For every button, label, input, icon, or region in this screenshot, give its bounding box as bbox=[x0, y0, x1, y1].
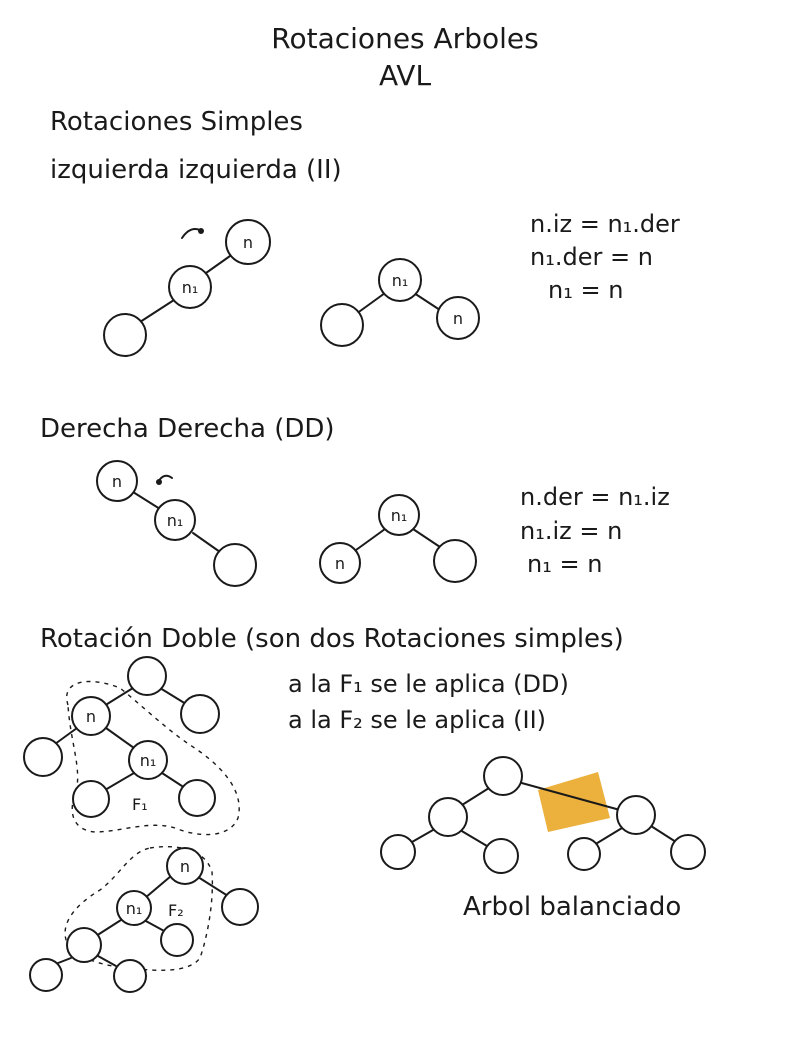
tree-node-n1 bbox=[154, 499, 196, 541]
balanced-tree-caption: Arbol balanciado bbox=[463, 892, 681, 922]
tree-node-leaf bbox=[433, 539, 477, 583]
tree-node-n bbox=[166, 847, 204, 885]
edge bbox=[144, 875, 172, 899]
tree-node-leaf bbox=[160, 923, 194, 957]
node-label-n1: n₁ bbox=[391, 506, 408, 525]
edge bbox=[355, 292, 386, 315]
tree-node-n1 bbox=[378, 258, 422, 302]
node-label-n1: n₁ bbox=[182, 278, 199, 297]
ii-equation-2: n₁.der = n bbox=[530, 243, 653, 271]
tree-node-leaf bbox=[103, 313, 147, 357]
node-label-n: n bbox=[453, 309, 463, 328]
ii-equation-1: n.iz = n₁.der bbox=[530, 210, 680, 238]
edge bbox=[139, 299, 175, 323]
tree-node-leaf bbox=[72, 780, 110, 818]
tree-node bbox=[428, 797, 468, 837]
tree-node-n bbox=[96, 460, 138, 502]
tree-node-leaf bbox=[380, 834, 416, 870]
tree-node-n bbox=[319, 542, 361, 584]
dd-equation-2: n₁.iz = n bbox=[520, 517, 622, 545]
node-label-n: n bbox=[335, 554, 345, 573]
tree-node-leaf bbox=[178, 779, 216, 817]
tree-node-leaf bbox=[66, 927, 102, 963]
edge bbox=[161, 772, 186, 789]
edge bbox=[54, 727, 78, 745]
edge bbox=[97, 955, 117, 967]
title-line1: Rotaciones Arboles bbox=[271, 22, 538, 55]
tree-node-root bbox=[127, 656, 167, 696]
edge bbox=[412, 528, 441, 548]
double-tree-f2: n n₁ F₂ bbox=[29, 845, 259, 993]
ii-tree-before: n n₁ bbox=[103, 219, 271, 357]
tree-node-leaf bbox=[113, 959, 147, 993]
dd-tree-before: n n₁ bbox=[96, 460, 257, 587]
node-label-n1: n₁ bbox=[392, 271, 409, 290]
tree-node-n1 bbox=[116, 890, 152, 926]
edge bbox=[104, 772, 135, 791]
subtree-label-f2: F₂ bbox=[168, 901, 184, 920]
tree-node-leaf bbox=[670, 834, 706, 870]
node-label-n: n bbox=[86, 707, 96, 726]
edge bbox=[159, 687, 187, 705]
tree-node-n1 bbox=[378, 494, 420, 536]
node-label-n: n bbox=[243, 233, 253, 252]
ii-subheading: izquierda izquierda (II) bbox=[50, 155, 342, 185]
rotation-arrow-icon bbox=[181, 228, 201, 239]
tree-node-leaf bbox=[213, 543, 257, 587]
dd-tree-after: n₁ n bbox=[319, 494, 477, 584]
node-label-n: n bbox=[180, 857, 190, 876]
tree-node-root bbox=[483, 756, 523, 796]
rotation-arrow-head bbox=[156, 479, 162, 485]
tape-patch bbox=[538, 772, 610, 832]
node-label-n1: n₁ bbox=[167, 511, 184, 530]
double-note-f1: a la F₁ se le aplica (DD) bbox=[288, 670, 569, 698]
simple-rotations-heading: Rotaciones Simples bbox=[50, 107, 303, 137]
node-label-n1: n₁ bbox=[140, 751, 157, 770]
edge bbox=[103, 687, 134, 707]
node-label-n1: n₁ bbox=[126, 899, 143, 918]
tree-node-n bbox=[225, 219, 271, 265]
tree-node-leaf bbox=[483, 838, 519, 874]
subtree-label-f1: F₁ bbox=[132, 795, 148, 814]
edge bbox=[143, 919, 167, 933]
dd-equation-1: n.der = n₁.iz bbox=[520, 483, 670, 511]
double-note-f2: a la F₂ se le aplica (II) bbox=[288, 706, 546, 734]
tree-node-leaf bbox=[23, 737, 63, 777]
edge bbox=[355, 528, 386, 551]
node-label-n: n bbox=[112, 472, 122, 491]
edge bbox=[132, 491, 161, 510]
edge bbox=[192, 532, 221, 553]
edge bbox=[517, 781, 621, 811]
edge bbox=[197, 876, 229, 897]
double-rotation-heading: Rotación Doble (son dos Rotaciones simpl… bbox=[40, 624, 624, 654]
dd-heading: Derecha Derecha (DD) bbox=[40, 414, 335, 444]
tree-node-n bbox=[436, 296, 480, 340]
tree-node-leaf bbox=[221, 888, 259, 926]
tree-node-leaf bbox=[180, 694, 220, 734]
ii-equation-3: n₁ = n bbox=[548, 276, 623, 304]
balanced-tree bbox=[380, 756, 706, 874]
tree-node-leaf bbox=[320, 303, 364, 347]
tree-node-n1 bbox=[168, 265, 212, 309]
edge bbox=[105, 727, 135, 749]
rotation-arrow-head bbox=[198, 228, 204, 234]
edge bbox=[459, 829, 488, 847]
tree-node-n bbox=[71, 696, 111, 736]
tree-node-n1 bbox=[128, 740, 168, 780]
edge bbox=[411, 829, 434, 843]
tree-node-leaf bbox=[29, 958, 63, 992]
edge bbox=[593, 827, 623, 846]
double-tree-f1: n n₁ F₁ bbox=[23, 656, 240, 836]
tree-node-leaf bbox=[567, 837, 601, 871]
edge bbox=[461, 787, 490, 806]
tree-node bbox=[616, 795, 656, 835]
edge bbox=[650, 825, 677, 843]
edge bbox=[205, 255, 231, 274]
dd-equation-3: n₁ = n bbox=[527, 550, 602, 578]
title-line2: AVL bbox=[379, 59, 432, 92]
ii-tree-after: n₁ n bbox=[320, 258, 480, 347]
subtree-f2-outline bbox=[64, 845, 214, 971]
edge bbox=[95, 919, 122, 937]
